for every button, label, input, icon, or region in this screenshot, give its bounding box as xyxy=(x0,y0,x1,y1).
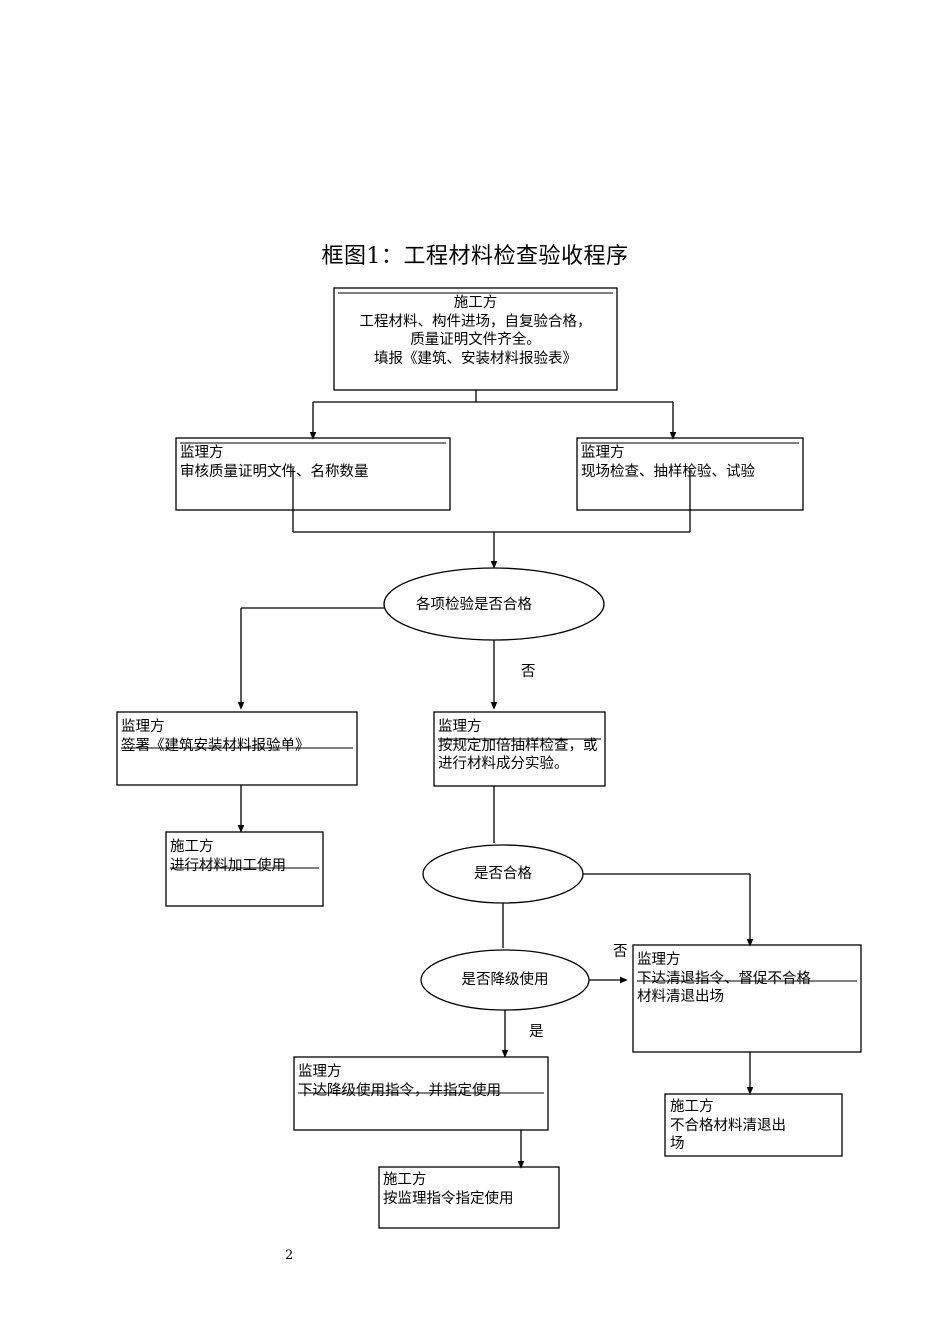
node7-line1: 下达清退指令、督促不合格 xyxy=(637,970,811,987)
node-监理方-sign-report[interactable]: 监理方 签署《建筑安装材料报验单》 xyxy=(117,712,357,785)
edge-label-no-2: 否 xyxy=(613,944,628,960)
node2-role: 监理方 xyxy=(180,445,224,461)
node6-line1: 进行材料加工使用 xyxy=(170,857,286,874)
node-施工方-process-material[interactable]: 施工方 进行材料加工使用 xyxy=(166,832,323,906)
node-监理方-site-inspection[interactable]: 监理方 现场检查、抽样检验、试验 xyxy=(577,438,803,510)
node9-line2: 场 xyxy=(670,1136,685,1153)
decision-各项检验是否合格[interactable]: 各项检验是否合格 xyxy=(416,582,572,628)
node3-role: 监理方 xyxy=(581,445,625,461)
edge-label-yes-1: 是 xyxy=(529,1024,544,1040)
node4-role: 监理方 xyxy=(121,719,165,735)
node1-line1: 工程材料、构件进场，自复验合格， xyxy=(359,313,592,330)
node7-outline xyxy=(632,944,862,1053)
node-施工方-material-entry[interactable]: 施工方 工程材料、构件进场，自复验合格， 质量证明文件齐全。 填报《建筑、安装材… xyxy=(334,288,617,390)
node-施工方-remove-material[interactable]: 施工方 不合格材料清退出 场 xyxy=(665,1094,842,1156)
node7-line2: 材料清退出场 xyxy=(637,989,724,1006)
page-title: 框图1：工程材料检查验收程序 xyxy=(321,244,629,269)
page-number: 2 xyxy=(285,1248,294,1263)
node8-role: 监理方 xyxy=(298,1064,342,1080)
node-监理方-removal-order[interactable]: 监理方 下达清退指令、督促不合格 材料清退出场 xyxy=(633,945,861,1052)
node-监理方-double-sampling[interactable]: 监理方 按规定加倍抽样检查，或 进行材料成分实验。 xyxy=(434,712,605,786)
node9-line1: 不合格材料清退出 xyxy=(670,1117,786,1134)
decision2-text: 是否合格 xyxy=(474,865,532,882)
node5-line1: 按规定加倍抽样检查，或 xyxy=(438,737,598,754)
node9-outline xyxy=(664,1093,843,1157)
node9-role: 施工方 xyxy=(670,1099,714,1115)
edge-label-no-1: 否 xyxy=(521,664,536,680)
decision-是否降级使用[interactable]: 是否降级使用 xyxy=(432,968,578,992)
node10-role: 施工方 xyxy=(383,1172,427,1188)
node4-line1: 签署《建筑安装材料报验单》 xyxy=(121,737,310,754)
node10-line1: 按监理指令指定使用 xyxy=(383,1190,514,1207)
node6-role: 施工方 xyxy=(170,839,214,855)
node1-line2: 质量证明文件齐全。 xyxy=(410,332,541,349)
node10-outline xyxy=(378,1166,560,1229)
node8-outline xyxy=(293,1056,549,1131)
node1-role: 施工方 xyxy=(453,295,498,311)
node7-role: 监理方 xyxy=(637,952,681,968)
node5-line2: 进行材料成分实验。 xyxy=(438,756,569,773)
decision3-text: 是否降级使用 xyxy=(461,971,549,988)
node-施工方-use-as-directed[interactable]: 施工方 按监理指令指定使用 xyxy=(379,1167,559,1228)
node5-role: 监理方 xyxy=(438,719,482,735)
node-监理方-downgrade-order[interactable]: 监理方 下达降级使用指令，并指定使用 xyxy=(294,1057,548,1130)
decision1-text: 各项检验是否合格 xyxy=(416,596,532,613)
node4-outline xyxy=(116,711,358,786)
node1-line3: 填报《建筑、安装材料报验表》 xyxy=(374,350,577,367)
node8-line1: 下达降级使用指令，并指定使用 xyxy=(298,1082,501,1099)
node2-outline xyxy=(175,437,451,511)
node6-outline xyxy=(165,831,324,907)
node-监理方-document-review[interactable]: 监理方 审核质量证明文件、名称数量 xyxy=(176,438,450,510)
node2-line1: 审核质量证明文件、名称数量 xyxy=(180,463,369,480)
node3-line1: 现场检查、抽样检验、试验 xyxy=(581,463,755,480)
decision-是否合格[interactable]: 是否合格 xyxy=(443,862,563,886)
node5-outline xyxy=(433,711,606,787)
